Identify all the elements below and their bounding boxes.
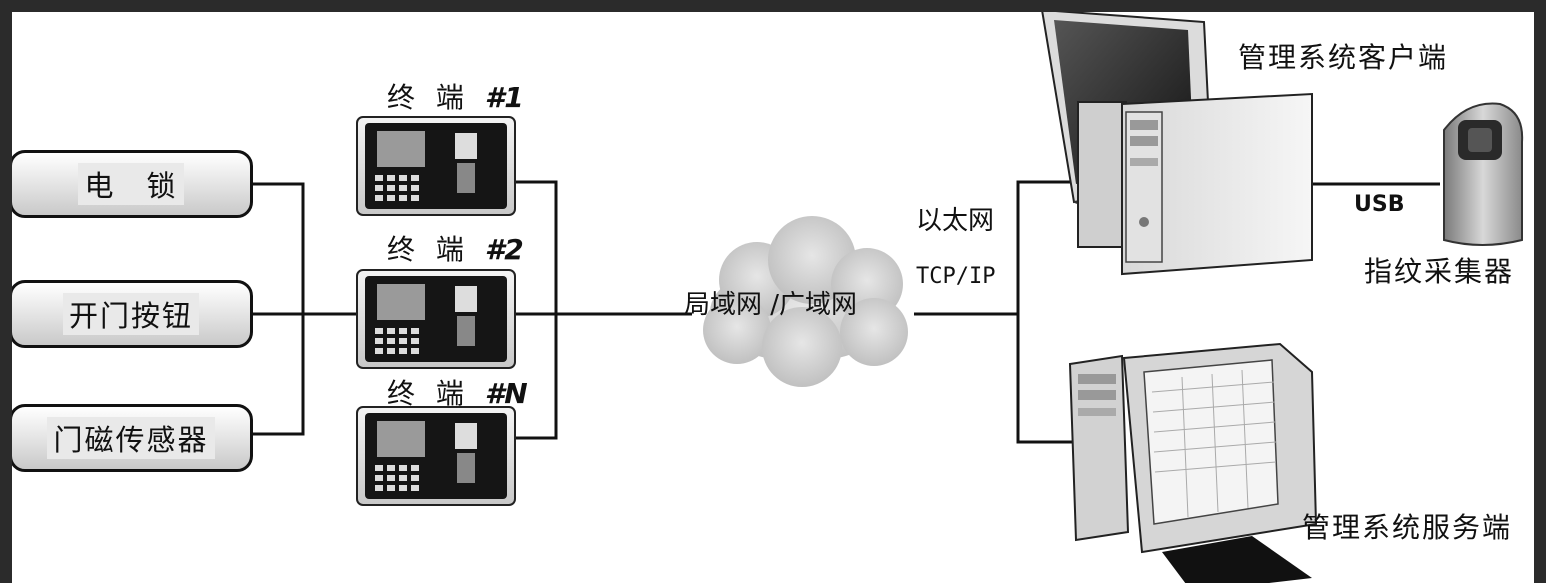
client-tower [1121, 92, 1313, 276]
fingerprint-reader [1443, 102, 1524, 246]
door-sensor-label: 门磁传感器 [47, 417, 215, 459]
server-workstation [1068, 342, 1318, 583]
client-tower-small [1077, 101, 1127, 248]
usb-label: USB [1354, 192, 1405, 217]
fingerprint-label: 指纹采集器 [1364, 255, 1515, 288]
protocol-label: TCP/IP [916, 264, 996, 289]
terminal-2-device [356, 269, 516, 369]
terminal-1-number: #1 [484, 81, 524, 114]
terminal-n-device [356, 406, 516, 506]
door-sensor-box: 门磁传感器 [12, 404, 253, 472]
diagram-canvas: 电 锁 开门按钮 门磁传感器 [12, 12, 1534, 583]
diagram-graphics [253, 12, 1524, 583]
terminal-bus-line [515, 180, 558, 440]
terminal-n-number: #N [484, 377, 528, 410]
terminal-2-number: #2 [484, 233, 524, 266]
server-label: 管理系统服务端 [1302, 511, 1513, 544]
terminal-1-label: 终 端 #1 [387, 76, 524, 116]
client-label: 管理系统客户端 [1238, 41, 1449, 74]
device-bus-line [253, 182, 305, 436]
terminal-2-prefix: 终 端 [387, 233, 485, 266]
terminal-1-device [356, 116, 516, 216]
exit-button-box: 开门按钮 [12, 280, 253, 348]
network-cloud [703, 216, 908, 387]
terminal-1-prefix: 终 端 [387, 81, 485, 114]
exit-button-label: 开门按钮 [62, 293, 199, 335]
terminal-n-prefix: 终 端 [387, 377, 485, 410]
server-tower [1068, 354, 1130, 542]
electric-lock-box: 电 锁 [12, 150, 253, 218]
connection-lines [253, 180, 1440, 444]
client-workstation [1041, 12, 1313, 276]
electric-lock-label: 电 锁 [78, 163, 184, 205]
cloud-label: 局域网 /广域网 [684, 290, 858, 320]
server-monitor-stand [1162, 536, 1312, 583]
terminal-2-label: 终 端 #2 [387, 228, 524, 268]
ethernet-bus-line [1016, 180, 1078, 444]
terminal-n-label: 终 端 #N [387, 372, 528, 412]
ethernet-label: 以太网 [916, 206, 995, 236]
